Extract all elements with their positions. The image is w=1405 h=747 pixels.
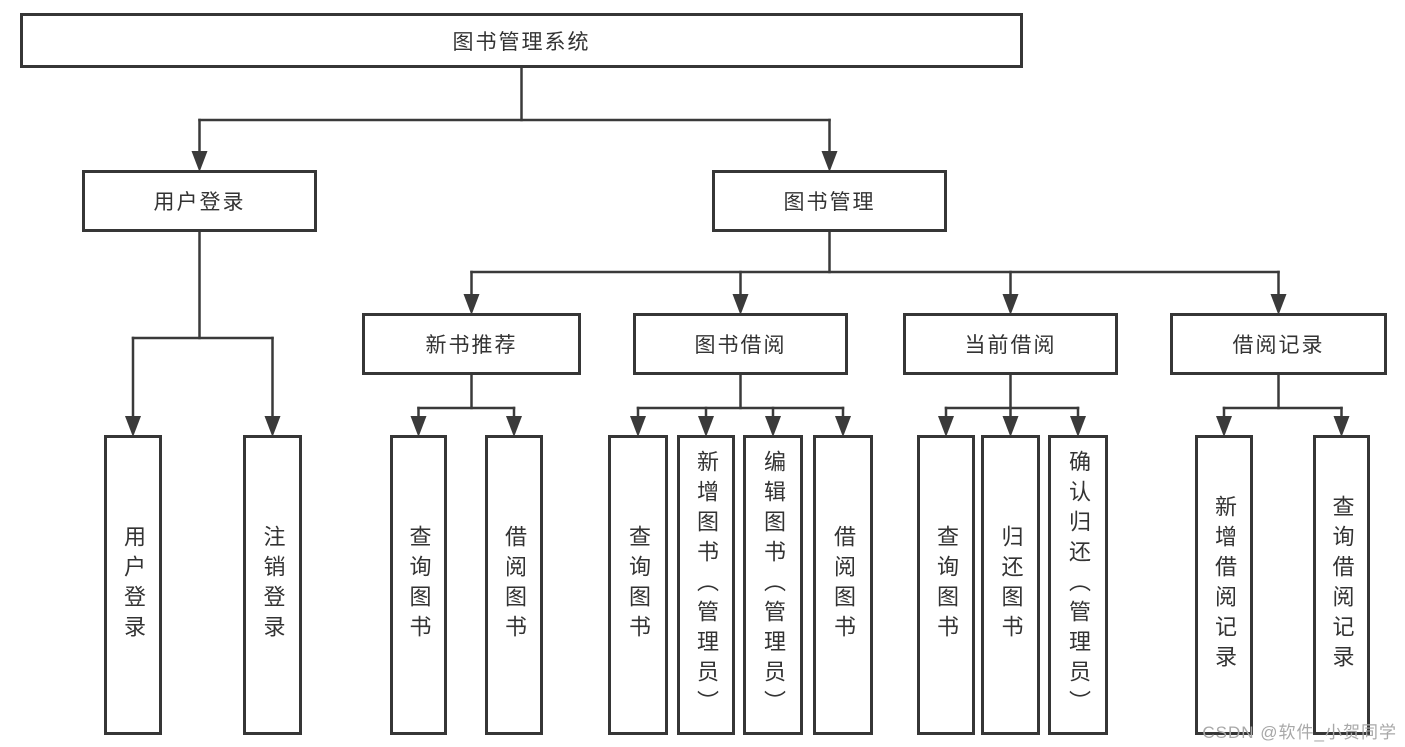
node-label-r-add: 新增借阅记录 (1212, 495, 1237, 675)
node-label-c-query: 查询图书 (934, 525, 959, 645)
node-login-in: 用户登录 (104, 435, 162, 735)
arrowhead-icon (765, 416, 781, 437)
arrowhead-icon (1002, 416, 1019, 437)
node-records: 借阅记录 (1170, 313, 1387, 375)
node-c-confirm: 确认归还（管理员） (1048, 435, 1108, 735)
arrowhead-icon (1333, 416, 1350, 437)
node-label-c-confirm: 确认归还（管理员） (1066, 450, 1091, 720)
node-label-records: 借阅记录 (1232, 334, 1325, 357)
node-newbook: 新书推荐 (362, 313, 581, 375)
arrowhead-icon (732, 294, 749, 315)
node-b-add: 新增图书（管理员） (677, 435, 735, 735)
node-current: 当前借阅 (903, 313, 1118, 375)
node-label-c-return: 归还图书 (998, 525, 1024, 645)
node-c-query: 查询图书 (917, 435, 975, 735)
node-login-out: 注销登录 (243, 435, 302, 735)
node-label-current: 当前借阅 (964, 334, 1057, 357)
arrowhead-icon (506, 416, 522, 437)
node-root: 图书管理系统 (20, 13, 1023, 68)
arrowhead-icon (835, 416, 851, 437)
node-r-query: 查询借阅记录 (1313, 435, 1370, 735)
arrowhead-icon (698, 416, 714, 437)
arrowhead-icon (264, 416, 281, 437)
node-nb-query: 查询图书 (390, 435, 447, 735)
arrowhead-icon (1070, 416, 1086, 437)
node-label-root: 图书管理系统 (452, 30, 591, 54)
arrowhead-icon (125, 416, 141, 437)
node-nb-borrow: 借阅图书 (485, 435, 543, 735)
node-c-return: 归还图书 (981, 435, 1040, 735)
arrowhead-icon (938, 416, 954, 437)
node-login: 用户登录 (82, 170, 317, 232)
node-label-login: 用户登录 (153, 191, 246, 214)
arrowhead-icon (821, 151, 838, 172)
node-label-r-query: 查询借阅记录 (1329, 495, 1355, 675)
arrowhead-icon (1216, 416, 1232, 437)
node-label-b-query: 查询图书 (626, 525, 651, 645)
node-b-edit: 编辑图书（管理员） (743, 435, 803, 735)
node-b-query: 查询图书 (608, 435, 668, 735)
node-label-mgmt: 图书管理 (783, 191, 876, 214)
arrowhead-icon (191, 151, 208, 172)
node-label-b-edit: 编辑图书（管理员） (761, 450, 786, 720)
node-label-login-out: 注销登录 (260, 525, 286, 645)
node-label-newbook: 新书推荐 (425, 334, 518, 357)
node-label-b-borrow: 借阅图书 (831, 525, 856, 645)
node-label-nb-borrow: 借阅图书 (502, 525, 527, 645)
arrowhead-icon (410, 416, 427, 437)
arrowhead-icon (1002, 294, 1019, 315)
node-mgmt: 图书管理 (712, 170, 947, 232)
node-b-borrow: 借阅图书 (813, 435, 873, 735)
node-borrow: 图书借阅 (633, 313, 848, 375)
node-label-b-add: 新增图书（管理员） (694, 450, 719, 720)
node-r-add: 新增借阅记录 (1195, 435, 1253, 735)
arrowhead-icon (1270, 294, 1287, 315)
arrowhead-icon (463, 294, 480, 315)
watermark: CSDN @软件_小贺同学 (1202, 723, 1397, 742)
node-label-borrow: 图书借阅 (694, 334, 787, 357)
node-label-login-in: 用户登录 (121, 525, 146, 645)
arrowhead-icon (630, 416, 646, 437)
node-label-nb-query: 查询图书 (406, 525, 432, 645)
